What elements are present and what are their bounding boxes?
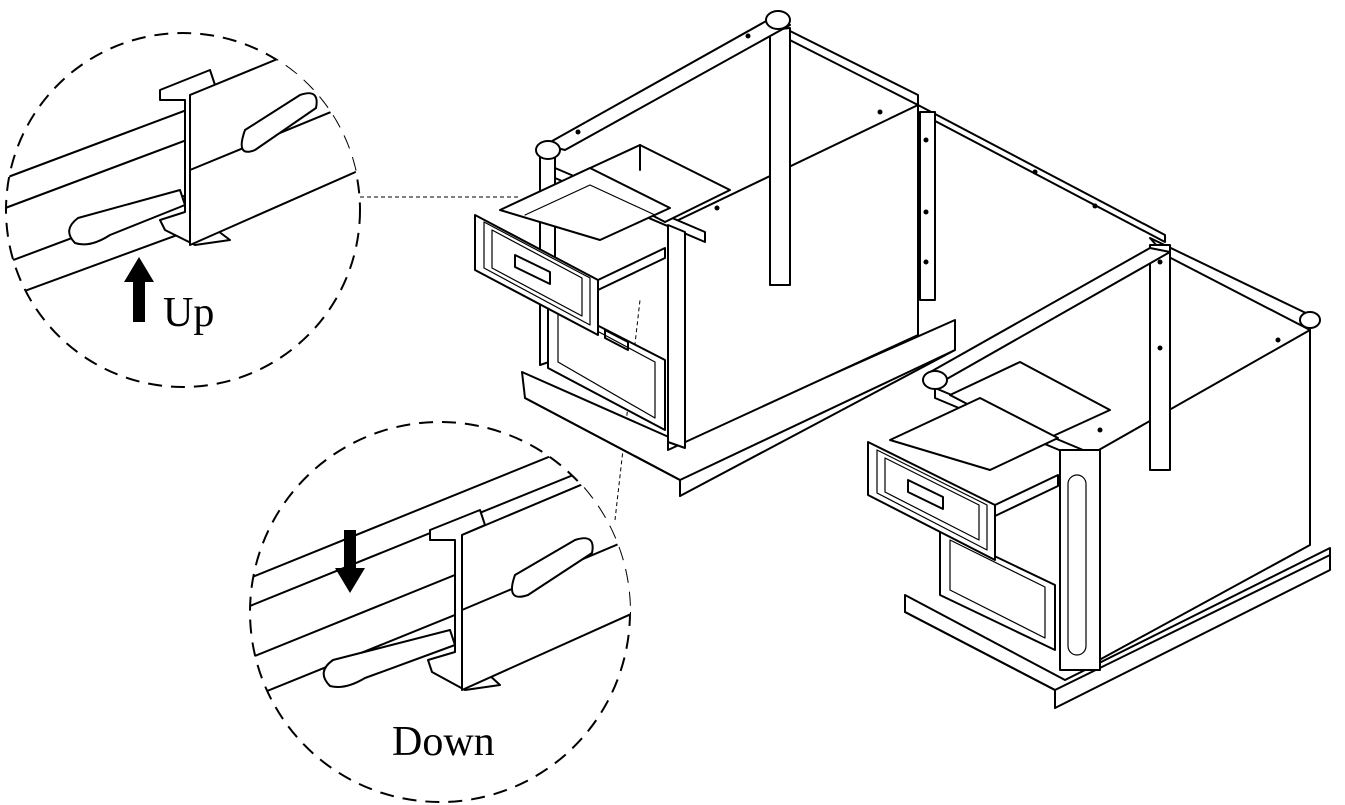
up-label: Up — [163, 290, 214, 336]
up-arrow-icon — [124, 257, 154, 322]
rail-detail-up — [6, 33, 360, 301]
down-label: Down — [392, 719, 495, 765]
detail-callout-up: Up — [5, 32, 361, 388]
right-lower-drawer-front — [939, 529, 1056, 651]
rail-slot-lower — [511, 537, 594, 598]
leader-line-down — [614, 299, 641, 521]
detail-circle-up — [5, 32, 361, 388]
rail-hook-down — [322, 629, 456, 688]
post-groove — [1067, 474, 1087, 656]
desk-assembly — [474, 10, 1331, 709]
rail-hook-up — [68, 189, 186, 246]
center-modesty-panel — [917, 104, 1166, 301]
rail-detail-down — [250, 422, 630, 701]
right-open-drawer — [867, 397, 1059, 561]
left-open-drawer — [474, 167, 671, 336]
lower-drawer-handle — [604, 329, 629, 351]
detail-callout-down: Down — [249, 421, 631, 803]
right-drawer-handle — [907, 479, 944, 510]
right-pedestal-base — [904, 547, 1331, 709]
rail-slot-upper — [240, 92, 318, 153]
left-lower-drawer-front — [547, 299, 666, 431]
down-arrow-icon — [335, 530, 365, 593]
drawer-handle — [514, 254, 551, 285]
right-drawer-slide-rail — [994, 474, 1059, 517]
drawer-slide-rail — [597, 247, 666, 291]
